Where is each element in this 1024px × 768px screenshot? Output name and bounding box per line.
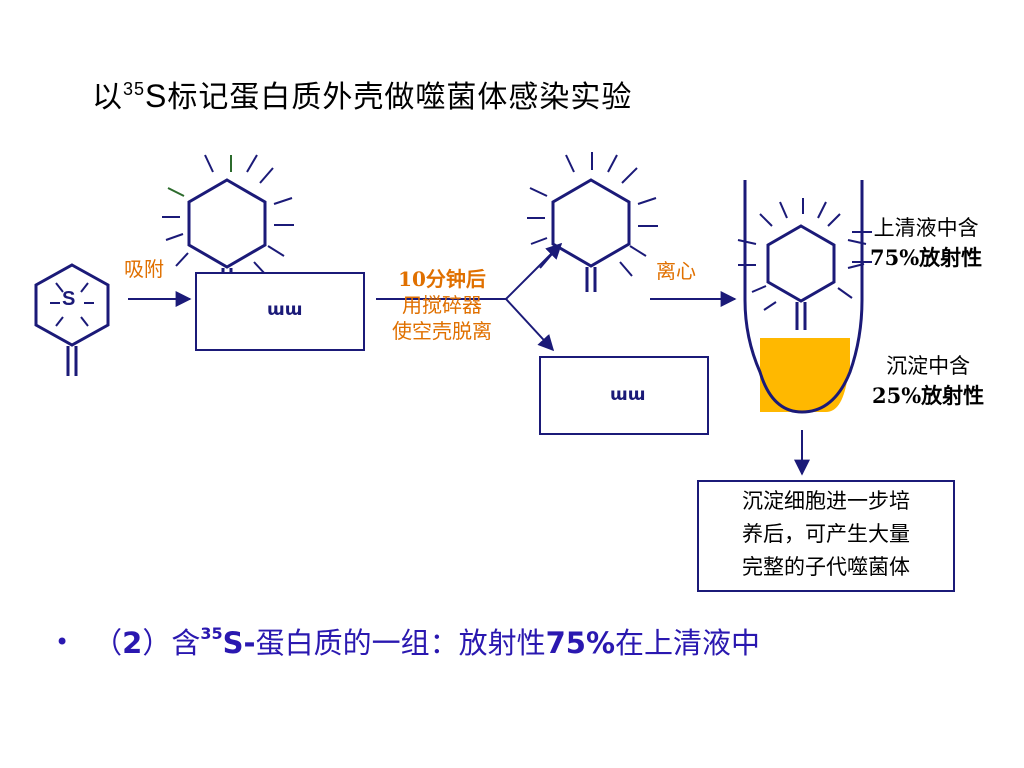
label-supernatant: 上清液中含 75%放射性	[870, 214, 982, 272]
page-title: 以35S标记蛋白质外壳做噬菌体感染实验	[92, 78, 633, 115]
label-blend-line-3: 使空壳脱离	[392, 319, 492, 343]
bullet-num: 2	[122, 626, 143, 660]
attached-phage-icon	[162, 154, 294, 276]
phage-label-s: S	[62, 288, 76, 310]
bullet-end: 在上清液中	[615, 626, 761, 660]
dna-symbol-host-1: ɯɯ	[267, 300, 303, 320]
arrow-to-empty-shell	[505, 242, 563, 300]
label-precipitate-line-2: 25%放射性	[872, 383, 985, 408]
bullet-close: ）含	[142, 626, 201, 660]
bullet-s: S-	[222, 626, 256, 660]
label-adsorb: 吸附	[124, 257, 164, 281]
bullet-dot: •	[55, 628, 70, 656]
label-supernatant-line-2: 75%放射性	[870, 245, 983, 270]
label-blend-line-1: 10分钟后	[398, 267, 486, 291]
label-blend: 10分钟后 用搅碎器 使空壳脱离	[372, 266, 512, 344]
host-cell-1	[195, 272, 365, 351]
culture-note-line-2: 养后，可产生大量	[742, 522, 910, 546]
bullet-open: （	[93, 626, 123, 660]
centrifuge-tube	[743, 180, 864, 414]
culture-note-line-1: 沉淀细胞进一步培	[742, 489, 910, 513]
supernatant-phage-icon	[737, 198, 867, 330]
labeled-phage-icon	[34, 263, 110, 376]
label-centrifuge: 离心	[656, 259, 696, 283]
label-supernatant-line-1: 上清液中含	[873, 216, 979, 240]
dna-symbol-host-2: ɯɯ	[610, 385, 646, 405]
arrow-to-host-cell-2	[505, 298, 555, 352]
culture-note-line-3: 完整的子代噬菌体	[742, 555, 910, 579]
label-precipitate: 沉淀中含 25%放射性	[872, 352, 984, 410]
bullet-pct: 75%	[545, 626, 616, 660]
bullet-sup: 35	[200, 624, 223, 643]
label-blend-line-2: 用搅碎器	[402, 293, 482, 317]
bullet-mid: 蛋白质的一组：放射性	[255, 626, 546, 660]
host-cell-2	[539, 356, 709, 435]
label-precipitate-line-1: 沉淀中含	[886, 354, 971, 378]
culture-note-box: 沉淀细胞进一步培 养后，可产生大量 完整的子代噬菌体	[697, 480, 955, 592]
empty-shell-phage-icon	[527, 152, 658, 292]
conclusion-bullet: • （2）含35S-蛋白质的一组：放射性75%在上清液中	[55, 620, 760, 662]
